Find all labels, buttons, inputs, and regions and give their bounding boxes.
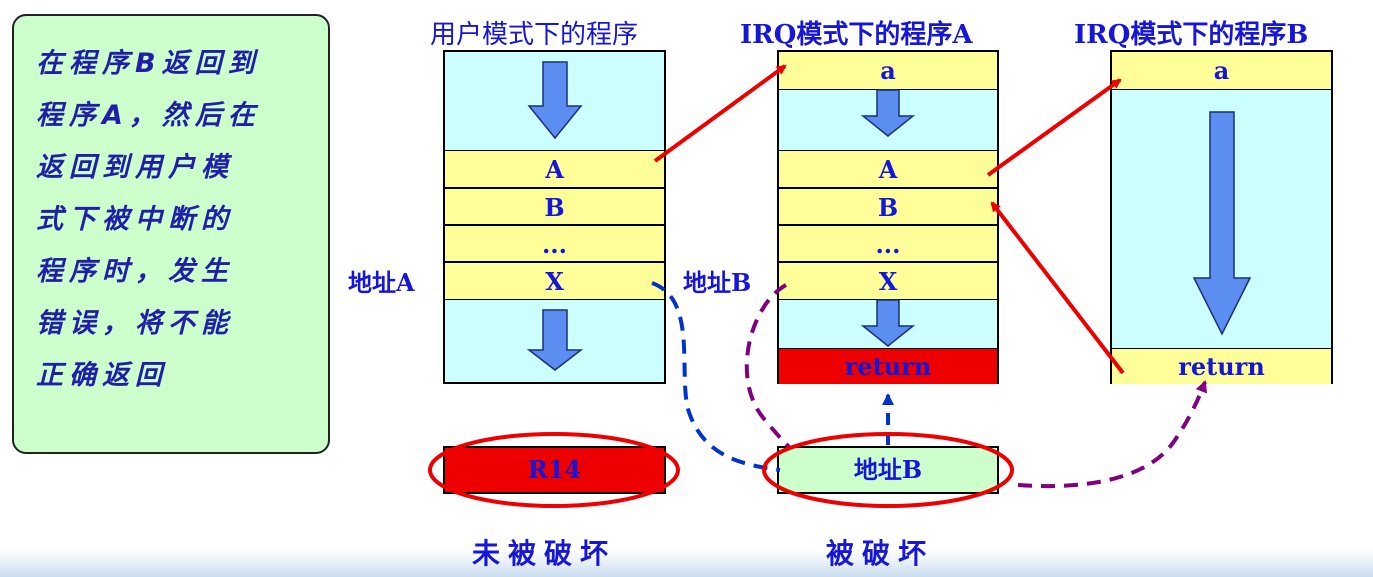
user-cell-x: X: [445, 262, 664, 300]
irq-b-flow-arrow-icon: [1192, 111, 1252, 336]
explanation-note: 在程序B返回到 程序A，然后在 返回到用户模 式下被中断的 程序时，发生 错误，…: [12, 14, 330, 454]
user-flow-arrow-bottom-icon: [526, 309, 584, 371]
save-address-a-link: [651, 281, 781, 472]
return-arrow-b-to-a: [990, 201, 1125, 375]
irq-a-cell-a: A: [779, 150, 997, 188]
interrupt-arrow-a-to-b: [986, 78, 1122, 177]
irq-a-cell-ellipsis: ...: [779, 225, 997, 262]
caption-not-corrupted: 未被破坏: [472, 537, 617, 570]
user-cell-a: A: [445, 150, 664, 188]
irq-b-title: IRQ模式下的程序B: [1074, 20, 1309, 50]
irq-a-cell-b: B: [779, 188, 997, 225]
irq-a-flow-arrow-top-icon: [860, 89, 916, 137]
address-b-label: 地址B: [683, 268, 752, 297]
r14-address-b-register: 地址B: [777, 446, 999, 494]
explanation-text: 在程序B返回到 程序A，然后在 返回到用户模 式下被中断的 程序时，发生 错误，…: [36, 48, 261, 391]
user-cell-ellipsis: ...: [445, 225, 664, 262]
user-flow-arrow-top-icon: [527, 61, 583, 140]
irq-a-title: IRQ模式下的程序A: [740, 20, 973, 50]
irq-a-cell-entry: a: [779, 52, 997, 90]
irq-a-flow-arrow-bottom-icon: [860, 299, 916, 347]
user-cell-b: B: [445, 188, 664, 225]
irq-a-return-cell: return: [779, 348, 997, 384]
r14-register: R14: [443, 446, 666, 494]
address-a-label: 地址A: [348, 268, 415, 297]
address-b-highlight-ellipse: [762, 432, 1014, 508]
caption-corrupted: 被破坏: [826, 537, 935, 570]
irq-b-cell-entry: a: [1112, 52, 1331, 90]
footer-band: [0, 548, 1373, 577]
r14-highlight-ellipse: [428, 432, 680, 508]
save-address-b-link: [744, 283, 792, 450]
interrupt-arrow-user-to-a: [653, 64, 787, 163]
irq-b-return-link: [1017, 380, 1207, 489]
irq-b-return-cell: return: [1112, 348, 1331, 384]
user-mode-title: 用户模式下的程序: [430, 20, 639, 50]
flow-arrow-icon: [526, 61, 1252, 371]
